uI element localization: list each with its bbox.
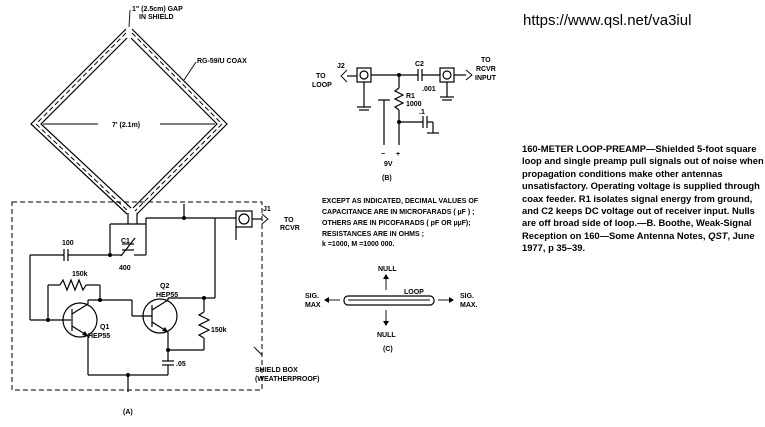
coax-pointer [183,61,197,81]
source-url: https://www.qsl.net/va3iul [523,12,692,29]
r-150k-left: 150k [72,271,88,278]
plus-label: + [396,151,400,158]
q1-label: Q1 [100,324,109,331]
coax-label: RG-59/U COAX [197,58,247,65]
q2-type: HEP55 [156,292,178,299]
j2-arrow [340,69,348,83]
loop-conductor-left [35,32,129,212]
caption-body-end: , June 1977, p 35–39. [522,229,755,254]
shield-box [11,201,263,391]
note-line-5: k =1000, M =1000 000. [322,241,394,248]
panel-c: (C) [383,346,393,353]
loop-inner-left [40,37,132,209]
c1-label: C1 [121,238,130,245]
shield-box-2: (WEATHERPROOF) [255,376,319,383]
node-q1-collector [98,298,102,302]
r150k-right-zigzag [197,311,211,339]
c2-label: C2 [415,61,424,68]
q1-collector [71,303,89,315]
null-top-head [383,274,389,279]
loop-inner-right [130,37,218,209]
loop-conductor-right [131,32,223,212]
c1-variable-arrow [120,237,136,257]
node-q1-base [46,318,50,322]
sig-right-head [449,297,454,303]
value-notes: EXCEPT AS INDICATED, DECIMAL VALUES OF C… [322,198,479,248]
q1-emitter-arrow [82,331,88,336]
c2-value: .001 [422,86,436,93]
voltage-label: 9V [384,161,393,168]
loop-outer-left [30,28,128,215]
note-line-1: EXCEPT AS INDICATED, DECIMAL VALUES OF [322,198,479,205]
gap-arrow [128,9,131,28]
j2-label: J2 [337,63,345,70]
j2-socket [359,70,369,80]
j2-body [356,67,372,83]
node-c1-left [108,253,112,257]
to-loop-1: TO [316,73,326,80]
cap-01-label: .1 [419,109,425,116]
sig-max-right-1: SIG. [460,293,474,300]
j-out-arrow [465,69,473,81]
r150k-left-zigzag [59,278,87,292]
j1-body [235,210,253,228]
null-bottom-head [383,321,389,326]
minus-label: − [381,151,385,158]
shield-box-pointer [253,346,263,356]
span-label: 7' (2.1m) [112,122,140,129]
note-line-3: OTHERS ARE IN PICOFARADS ( pF OR µµF); [322,220,471,227]
to-rcvr-input-3: INPUT [475,75,497,82]
loop-label: LOOP [404,289,424,296]
loop-outer-right [131,28,228,215]
null-bottom: NULL [377,332,396,339]
caption-journal: QST [708,229,728,241]
to-rcvr-input-2: RCVR [476,66,496,73]
q2-label: Q2 [160,283,169,290]
q2-emitter-arrow [162,327,168,332]
r1-zigzag [393,87,405,111]
caption-body: —Shielded 5-foot square loop and single … [522,143,764,241]
null-top: NULL [378,266,397,273]
to-loop-2: LOOP [312,82,332,89]
to-rcvr-1: TO [284,217,294,224]
gap-label-2: IN SHIELD [139,14,174,21]
note-line-4: RESISTANCES ARE IN OHMS ; [322,231,424,238]
j-out-body [439,67,455,83]
sig-max-right-2: MAX. [460,302,478,309]
diagram-a: 1" (2.5cm) GAP IN SHIELD RG-59/U COAX 7'… [11,6,319,416]
r-150k-right: 150k [211,327,227,334]
figure-caption: 160-METER LOOP-PREAMP—Shielded 5-foot sq… [522,143,764,255]
r1-label: R1 [406,93,415,100]
cap-100-label: 100 [62,240,74,247]
j1-socket [238,213,250,225]
to-rcvr-input-1: TO [481,57,491,64]
r1-value: 1000 [406,101,422,108]
j1-arrow [261,213,269,225]
q1-type: HEP55 [88,333,110,340]
caption-title: 160-METER LOOP-PREAMP [522,143,646,154]
j-out-socket [442,70,452,80]
j1-label: J1 [263,206,271,213]
sig-left-head [324,297,329,303]
to-rcvr-2: RCVR [280,225,300,232]
sig-max-left-2: MAX [305,302,321,309]
sig-max-left-1: SIG. [305,293,319,300]
c1-value: 400 [119,265,131,272]
note-line-2: CAPACITANCE ARE IN MICROFARADS ( µF ) ; [322,209,474,216]
panel-a: (A) [123,409,133,416]
cap-05-label: .05 [176,361,186,368]
gap-label-1: 1" (2.5cm) GAP [132,6,183,13]
panel-b: (B) [382,175,392,182]
diagram-b: J2 TO LOOP C2 .001 TO RCVR INPUT R1 [312,57,497,182]
shield-box-1: SHIELD BOX [255,367,298,374]
loop-element [343,295,435,306]
q2-collector [151,299,169,311]
diagram-c: NULL LOOP NULL SIG. MAX SIG. MAX. (C) [305,266,478,353]
